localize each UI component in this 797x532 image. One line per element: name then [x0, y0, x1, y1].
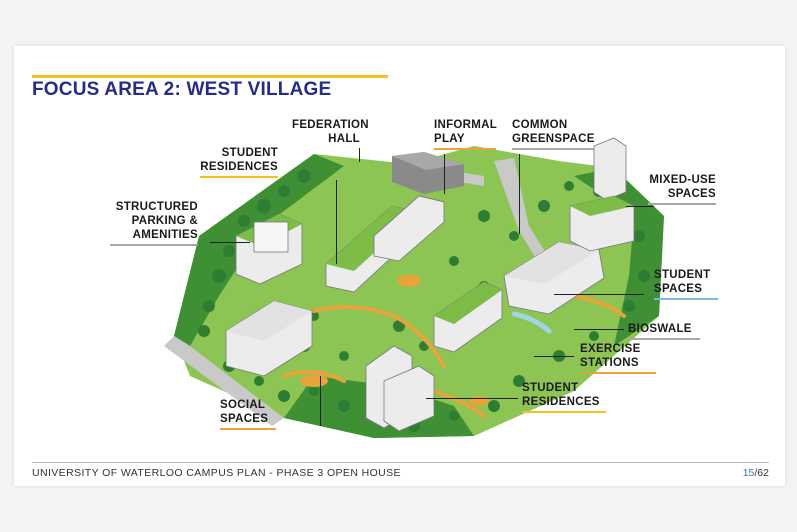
callout-underline — [434, 148, 496, 150]
leader-residences-bottom — [426, 398, 518, 399]
footer-title: UNIVERSITY OF WATERLOO CAMPUS PLAN - PHA… — [32, 467, 401, 479]
leader-exercise — [534, 356, 574, 357]
building-residence-bottom — [365, 345, 435, 432]
callout-underline — [512, 148, 594, 150]
callout-underline — [200, 176, 278, 178]
footer-rule — [32, 462, 769, 463]
tree-mass-left — [174, 154, 344, 346]
leader-federation-hall — [359, 148, 360, 162]
page-current: 15 — [742, 467, 755, 479]
building-mixed-use — [569, 137, 635, 252]
leader-bioswale — [574, 329, 624, 330]
leader-residences-top — [336, 180, 337, 264]
page-title: FOCUS AREA 2: WEST VILLAGE — [32, 79, 332, 100]
leader-social-spaces — [320, 376, 321, 426]
callout-underline — [648, 203, 716, 205]
leader-mixed-use — [626, 206, 654, 207]
page-total: /62 — [754, 467, 769, 479]
callout-underline — [110, 244, 198, 246]
callout-underline — [628, 338, 700, 340]
callout-underline — [522, 411, 606, 413]
bioswale-water — [511, 311, 552, 334]
callout-bioswale: BIOSWALE — [628, 322, 700, 340]
building-residence-left — [225, 300, 313, 377]
callout-underline — [654, 298, 718, 300]
building-parking — [235, 213, 303, 285]
leader-greenspace — [519, 154, 520, 234]
slide: FOCUS AREA 2: WEST VILLAGE — [14, 46, 785, 486]
building-student-spaces — [503, 241, 605, 315]
leader-informal-play — [444, 154, 445, 194]
title-accent-rule — [32, 75, 388, 78]
leader-student-spaces — [554, 294, 644, 295]
pathways — [282, 294, 626, 418]
west-village-illustration — [164, 137, 664, 438]
page-number: 15/62 — [743, 467, 769, 479]
callout-underline — [580, 372, 656, 374]
tree-mass-right — [574, 168, 664, 346]
building-center — [433, 281, 503, 353]
callout-underline — [220, 428, 276, 430]
plazas — [300, 275, 564, 406]
federation-hall-building — [392, 152, 464, 194]
leader-parking — [210, 242, 250, 243]
site-ground — [174, 146, 664, 438]
building-residence-top — [325, 195, 445, 293]
